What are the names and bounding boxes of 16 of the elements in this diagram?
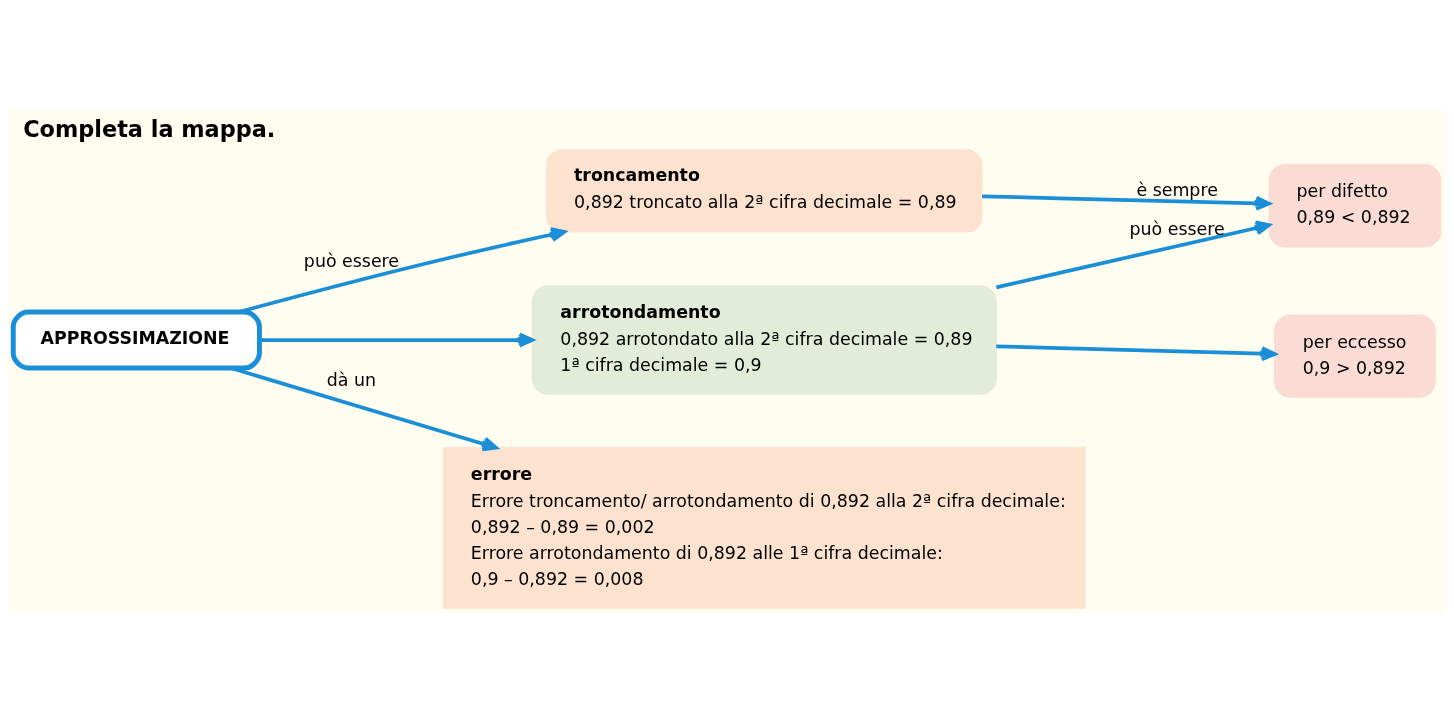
arrow [982, 194, 1271, 211]
edge-label: dà un [326, 370, 377, 391]
node-box: per eccesso 0,9 > 0,892 [1274, 314, 1436, 398]
node-box: troncamento 0,892 troncato alla 2ª cifra decimale = 0,89 [546, 149, 983, 233]
node-box: arrotondamento 0,892 arrotondato alla 2ª cifra decimale = 0,89 1ª cifra decimale = 0,9 [531, 285, 997, 395]
edge-label: può essere [1129, 218, 1225, 239]
node-box: per difetto 0,89 < 0,892 [1268, 164, 1442, 248]
diagram-title: Completa la mappa. [23, 115, 276, 142]
arrow [996, 344, 1277, 362]
node-box: APPROSSIMAZIONE [10, 309, 262, 371]
node-box: errore Errore troncamento/ arrotondamento di 0,892 alla 2ª cifra decimale: 0,892 – 0,89 = 0,002 Errore arrotondamento di 0,892 alle 1ª cifra decimale: 0,9 – 0,892 = 0,008 [442, 447, 1086, 609]
arrow [238, 227, 566, 314]
arrow [259, 332, 534, 348]
arrow [995, 220, 1271, 290]
edge-label: è sempre [1136, 180, 1218, 201]
edge-label: può essere [303, 250, 400, 271]
